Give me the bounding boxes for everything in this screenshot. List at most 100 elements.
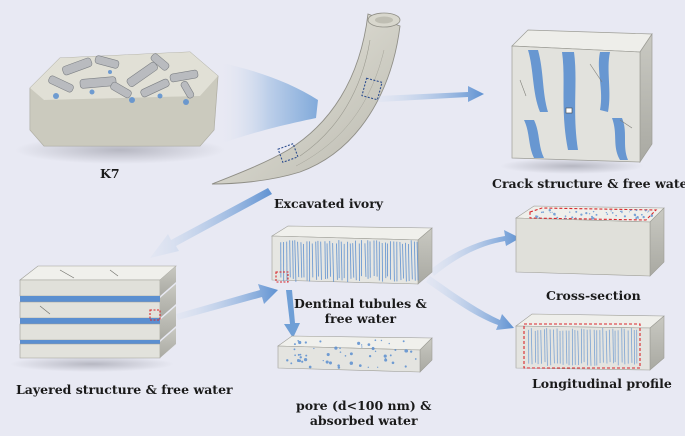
- pore-dot: [297, 339, 299, 342]
- pore-dot: [410, 350, 413, 353]
- pore-dot: [361, 346, 363, 348]
- pore-dot: [313, 347, 315, 350]
- cross-section-dot: [606, 213, 609, 215]
- cross-section-dot: [556, 216, 559, 219]
- label-longitudinal-profile: Longitudinal profile: [532, 376, 672, 391]
- longitudinal-tubule-line: [546, 328, 548, 366]
- pore-dot: [384, 358, 388, 362]
- longitudinal-tubule-line: [623, 328, 626, 365]
- label-pore-line1: pore (d<100 nm) &: [296, 398, 432, 413]
- tubule-line: [407, 243, 410, 281]
- cross-section-dot: [542, 211, 545, 214]
- tubule-line: [326, 243, 329, 279]
- tubule-line: [364, 243, 367, 277]
- pore-dot: [337, 364, 340, 367]
- pore-dot: [299, 356, 302, 359]
- cross-section-dot: [575, 210, 578, 213]
- longitudinal-tubule-line: [577, 330, 580, 366]
- pore-dot: [286, 359, 289, 362]
- cross-section-dot: [637, 217, 639, 219]
- cross-section-dot: [564, 215, 567, 218]
- dentinal-tubules-block: [270, 225, 433, 285]
- arrow-tubules-to-pore: [284, 290, 300, 338]
- pore-dot: [344, 354, 347, 357]
- pore-dot: [389, 354, 392, 357]
- label-dentinal-tubules-line1: Dentinal tubules &: [294, 296, 427, 311]
- cross-section-dot: [548, 209, 551, 212]
- pore-dot: [308, 365, 312, 369]
- longitudinal-tubule-line: [553, 329, 555, 364]
- pore-dot: [402, 340, 405, 343]
- pore-dot: [377, 366, 379, 368]
- cross-section-dot: [619, 210, 622, 213]
- arrow-ivory-to-crack: [378, 86, 484, 102]
- tubule-line: [324, 241, 326, 279]
- pore-dot: [388, 342, 390, 345]
- cross-section-dot: [592, 217, 595, 220]
- tubule-line: [294, 240, 297, 282]
- longitudinal-tubule-line: [608, 329, 611, 363]
- cross-section-dot: [536, 215, 539, 217]
- pore-dot: [367, 366, 370, 368]
- pore-dot: [328, 361, 332, 365]
- cross-section-dot: [650, 214, 654, 217]
- excavated-ivory-tusk: [211, 12, 401, 185]
- label-dentinal-tubules-line2: free water: [324, 311, 397, 326]
- pore-dot: [334, 346, 338, 350]
- arrow-ivory-to-layered: [150, 188, 272, 258]
- cross-section-slab: [515, 205, 665, 277]
- pore-absorbed-water-slab: [277, 335, 433, 373]
- tubule-line: [416, 241, 419, 281]
- cross-section-dot: [538, 217, 541, 219]
- arrow-layered-to-tubules: [176, 284, 278, 320]
- pore-dot: [304, 359, 306, 361]
- longitudinal-tubule-line: [612, 328, 614, 364]
- label-pore-line2: absorbed water: [309, 413, 418, 428]
- cross-section-dot: [571, 216, 574, 219]
- cross-section-dot: [554, 214, 556, 216]
- pore-dot: [297, 353, 300, 356]
- cross-section-dot: [605, 211, 608, 214]
- cross-section-dot: [647, 211, 649, 213]
- pore-dot: [337, 366, 341, 369]
- tubule-line: [292, 240, 294, 279]
- cross-section-dot: [621, 211, 623, 214]
- pore-dot: [322, 359, 324, 362]
- pore-dot: [404, 365, 407, 368]
- tubule-line: [399, 241, 402, 281]
- pore-dot: [290, 362, 293, 365]
- longitudinal-tubule-line: [605, 330, 608, 364]
- pore-dot: [368, 354, 372, 358]
- tubule-line: [315, 241, 318, 280]
- cross-section-dot: [592, 210, 595, 213]
- label-pore: pore (d<100 nm) & absorbed water: [296, 398, 431, 428]
- pore-dot: [294, 354, 296, 357]
- pore-dot: [414, 358, 417, 360]
- label-cross-section: Cross-section: [546, 288, 641, 303]
- cross-section-dot: [549, 212, 551, 214]
- pore-dot: [358, 364, 362, 367]
- label-layered-structure: Layered structure & free water: [16, 382, 233, 397]
- longitudinal-tubule-line: [589, 329, 592, 366]
- tubule-line: [332, 243, 335, 282]
- longitudinal-tubule-line: [565, 330, 568, 364]
- pore-dot: [326, 352, 330, 357]
- longitudinal-tubule-line: [530, 328, 533, 365]
- pore-dot: [301, 360, 304, 363]
- tubule-line: [320, 241, 322, 280]
- label-dentinal-tubules: Dentinal tubules & free water: [294, 296, 427, 326]
- cross-section-dot: [621, 210, 623, 213]
- pore-dot: [293, 348, 296, 351]
- tubule-line: [289, 240, 291, 278]
- tubule-line: [303, 243, 305, 278]
- pore-dot: [305, 354, 308, 357]
- cross-section-dot: [635, 209, 638, 212]
- label-k7: K7: [100, 166, 120, 181]
- cross-section-dot: [569, 211, 571, 213]
- pore-dot: [296, 359, 300, 362]
- pore-dot: [383, 354, 387, 358]
- pore-dot: [404, 349, 408, 353]
- cross-section-dot: [595, 213, 598, 216]
- cross-section-dot: [564, 217, 566, 220]
